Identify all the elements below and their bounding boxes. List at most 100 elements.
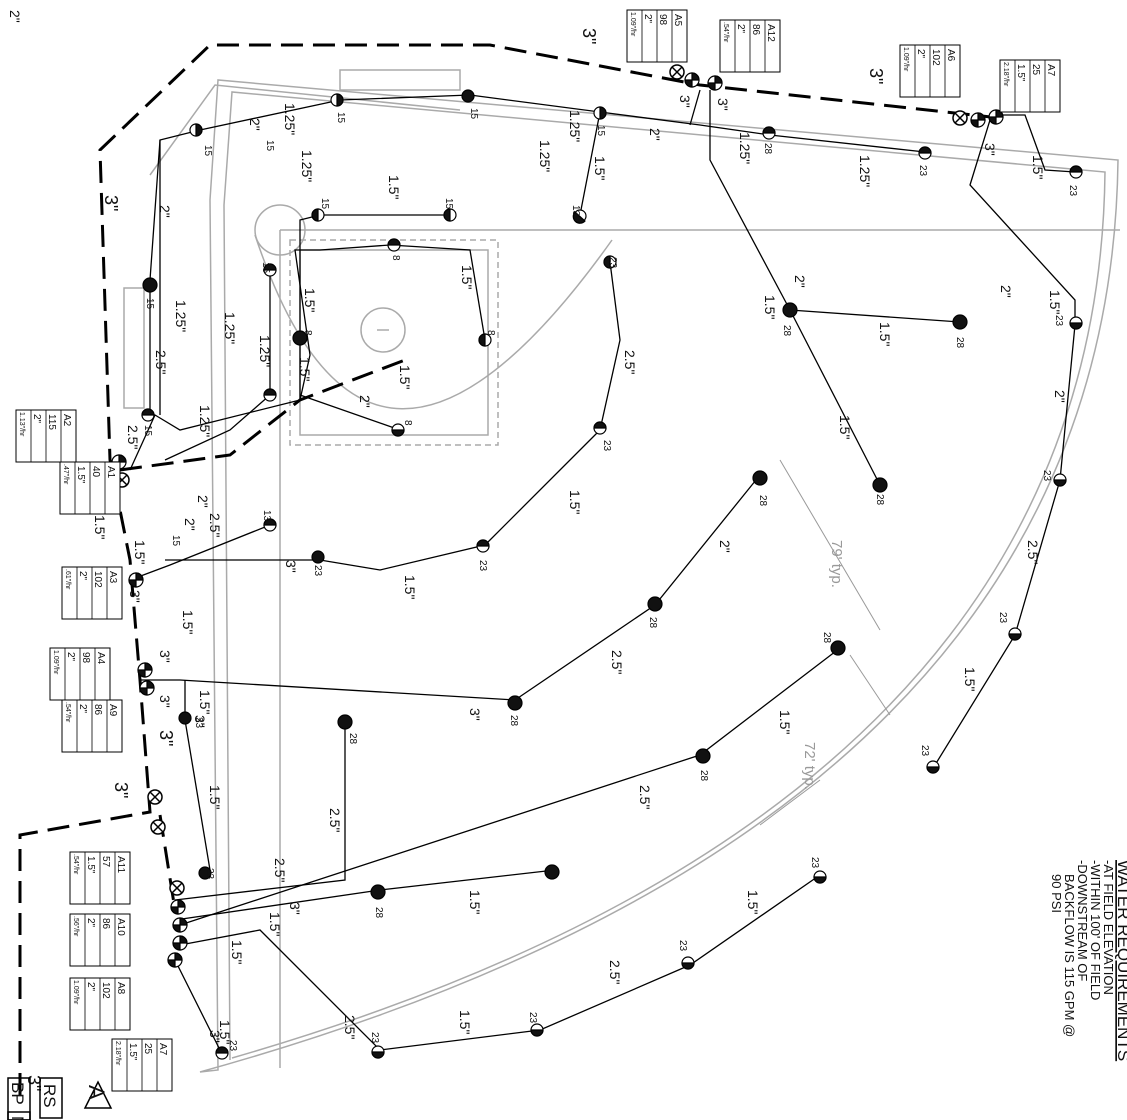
valve-size: 2" [735,24,746,34]
head-number: 23 [1053,315,1064,327]
head-number: 28 [821,632,832,644]
pipe-size-label: 3" [283,560,299,573]
valve-id: A11 [115,856,126,873]
pipe-size-label: 2.5" [272,858,288,882]
pipe-size-label: 2.5" [637,785,653,809]
pipe-size-label: 1.25" [857,155,873,187]
valve-id: A3 [107,571,118,584]
pipe-size-label: 1.5" [877,322,893,346]
pipe-size-label: 3" [156,730,176,746]
head-number: 23 [917,165,928,177]
pipe-size-label: 3" [157,695,173,708]
pipe-size-label: 1.25" [537,140,553,172]
head-number: 15 [335,112,346,124]
pipe-size-label: 1.5" [762,295,778,319]
pipe-size-label: 1.5" [302,288,318,312]
pipe-size-label: 1.5" [962,667,978,691]
valve-id: A10 [115,918,126,936]
water-requirements-notes: WATER REQUIREMENTS -AT FIELD ELEVATION -… [1049,860,1127,1061]
valve-rate: .47"/hr [62,464,69,485]
valve-size: 2" [915,49,926,59]
head-number: 23 [1067,185,1078,197]
pipe-size-label: 3" [207,1030,223,1043]
pipe-size-label: 3" [579,28,599,44]
pipe-size-label: 2.5" [125,425,141,449]
valve-rate: 1.09"/hr [902,47,909,72]
head-number: 15 [144,298,155,310]
head-number: 15 [443,198,454,210]
pipe-size-label: 3" [467,708,483,721]
sheet-letter: A [84,1085,109,1100]
head-number: 8 [485,330,496,336]
pipe-size-label: 1.5" [459,265,475,289]
head-number: 23 [677,940,688,952]
head-number: 15 [468,108,479,120]
valve-gpm: 115 [46,414,57,430]
pipe-size-label: 1.5" [207,785,223,809]
mainline [18,43,1001,1095]
pipe-size-label: 2" [247,118,263,131]
head-number: 8 [390,255,401,261]
pipe-size-label: 1.5" [567,490,583,514]
pipe-size-label: 1.5" [592,156,608,180]
pipe-size-label: 1.5" [777,710,793,734]
valve-gpm: 102 [100,982,111,999]
dimension-72: 72' typ. [801,742,818,790]
pipe-size-label: 2.5" [327,808,343,832]
pipe-size-label: 1.5" [837,415,853,439]
valve-gpm: 102 [92,571,103,588]
head-number: 23 [997,612,1008,624]
pipe-size-label: 1.25" [282,103,298,135]
head-number: 28 [781,325,792,337]
head-number: 15 [319,198,330,210]
pipe-size-label: 3" [982,143,998,156]
pipe-size-label: 1.25" [299,150,315,182]
head-number: 28 [757,495,768,507]
valve-size: 1.5" [85,856,96,874]
pipe-size-label: 1.5" [197,690,213,714]
code-rs: RS [40,1084,59,1108]
pipe-size-label: 3" [677,95,693,108]
pipe-size-label: 3" [101,195,121,211]
head-number: 28 [874,494,885,506]
head-number: 15 [142,425,153,437]
head-number: 15 [202,145,213,157]
pipe-size-label: 2" [792,275,808,288]
head-number: 28 [762,143,773,155]
head-number: 23 [1041,470,1052,482]
head-number: 23 [601,440,612,452]
pipe-size-label: 1.5" [745,890,761,914]
pipe-size-label: 1.25" [173,300,189,332]
pipe-size-label: 1.25" [737,132,753,164]
pipe-size-label: 1.5" [297,357,313,381]
pipe-size-label: 1.5" [217,1020,233,1044]
pipe-size-label: 1.5" [397,365,413,389]
field-outline [123,69,1120,1073]
control-valves [114,64,968,896]
pipe-size-label: 2" [647,128,663,141]
pipe-size-label: 3" [157,650,173,663]
valve-gpm: 57 [100,856,111,868]
head-number: 23 [312,565,323,577]
valve-size: 1.5" [1015,64,1026,82]
pipe-size-label: 2" [357,395,373,408]
pipe-size-label: 3" [127,590,143,603]
valve-id: A7 [1045,64,1056,77]
head-number: 28 [698,770,709,782]
pipe-size-label: 2.5" [153,350,169,374]
pipe-size-label: 2.5" [1025,540,1041,564]
pipe-size-label: 2" [157,205,173,218]
pipe-size-label: 2" [717,540,733,553]
pipe-size-label: 1.5" [1030,155,1046,179]
valve-rate: .54"/hr [722,22,729,43]
